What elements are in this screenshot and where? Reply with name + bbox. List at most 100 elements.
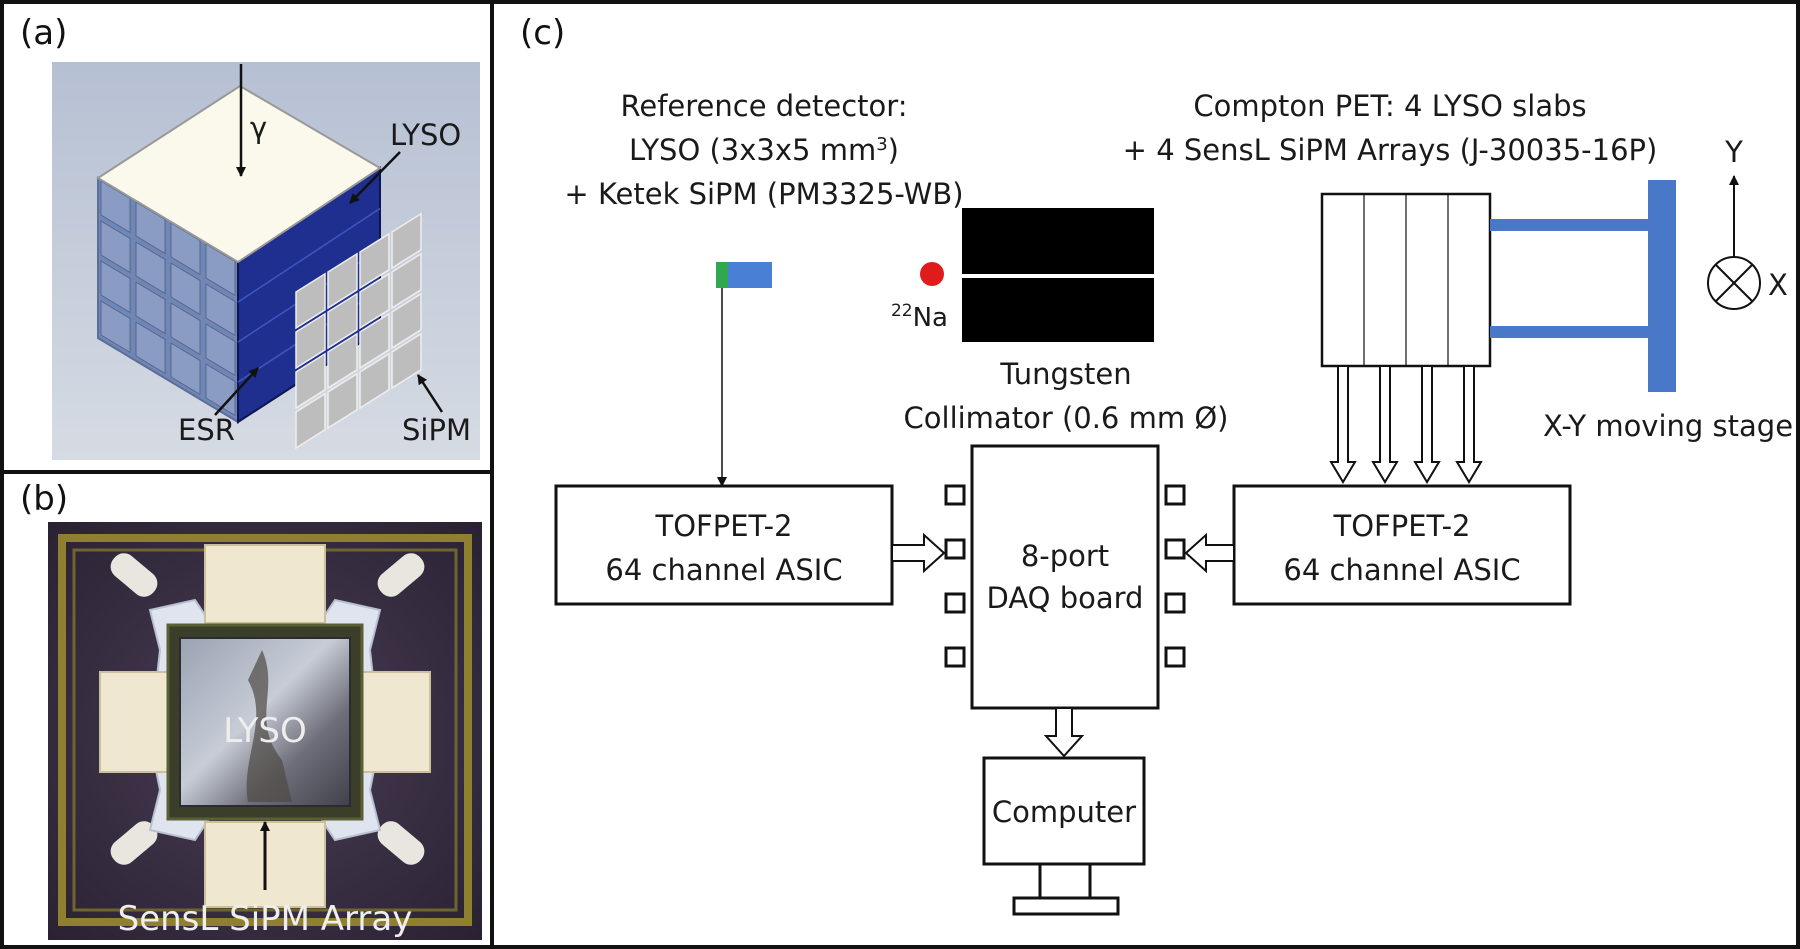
crystal-reflection — [246, 650, 292, 802]
lyso-label-b: LYSO — [223, 711, 307, 751]
collimator-bottom-block — [962, 278, 1154, 342]
compton-subtitle: + 4 SensL SiPM Arrays (J-30035-16P) — [1123, 133, 1658, 167]
lyso-label-a: LYSO — [390, 118, 461, 152]
ref-detector-title: Reference detector: — [621, 89, 908, 123]
x-axis-cross-2 — [1715, 264, 1753, 302]
panel-b-label: (b) — [20, 479, 68, 519]
sipm-tile — [359, 312, 390, 370]
ref-detector-crystal: LYSO (3x3x5 mm3) — [629, 133, 899, 167]
daq-port-right — [1164, 646, 1186, 668]
panel-c-label: (c) — [520, 13, 565, 53]
asic-left-line1: TOFPET-2 — [655, 509, 793, 543]
cube-tile — [100, 220, 131, 274]
slab-arrow — [1329, 365, 1357, 484]
asic-left-line2: 64 channel ASIC — [605, 553, 842, 587]
cube-tile — [170, 222, 201, 276]
cube-tile — [100, 260, 131, 314]
flex-cable-right — [351, 671, 431, 773]
esr-pointer — [214, 367, 259, 416]
cube-tile — [135, 321, 166, 375]
cube-tile — [205, 243, 236, 297]
asic-right-line2: 64 channel ASIC — [1283, 553, 1520, 587]
stage-arm-top — [1490, 219, 1648, 231]
daq-port-left — [944, 592, 966, 614]
mounting-posts — [110, 553, 425, 865]
sipm-tile — [391, 252, 422, 310]
y-axis-label: Y — [1724, 135, 1743, 169]
sipm-tile — [295, 392, 326, 450]
asic-right-box — [1232, 484, 1572, 606]
cube-tile — [100, 180, 131, 234]
x-axis-symbol — [1707, 256, 1761, 310]
sipm-pointer — [416, 374, 444, 413]
panel-a: (a) γ LYSO ESR SiPM — [20, 13, 480, 460]
collimator-label-2: Collimator (0.6 mm Ø) — [904, 401, 1229, 435]
slab-arrow — [1455, 365, 1483, 484]
daq-port-right — [1164, 592, 1186, 614]
stage-rail — [1648, 180, 1676, 392]
daq-board — [970, 444, 1160, 710]
esr-label: ESR — [178, 413, 235, 447]
daq-port-right — [1164, 484, 1186, 506]
arrow-daq-to-computer — [1043, 707, 1085, 758]
ref-lyso — [728, 262, 772, 288]
cube-tile — [170, 302, 201, 356]
ref-detector-sipm: + Ketek SiPM (PM3325-WB) — [564, 177, 963, 211]
sipm-tile — [391, 212, 422, 270]
cube-tile — [100, 300, 131, 354]
cube-tile — [170, 342, 201, 396]
arrow-left-asic-to-daq — [891, 532, 946, 574]
x-axis-label: X — [1768, 268, 1788, 302]
ref-sipm — [716, 262, 728, 288]
cube-tile — [205, 323, 236, 377]
sipm-tile — [295, 272, 326, 330]
sipm-tile — [391, 332, 422, 390]
panel-c: (c) Reference detector: LYSO (3x3x5 mm3)… — [520, 13, 1793, 916]
sipm-tile — [327, 332, 358, 390]
computer-base — [1012, 896, 1120, 916]
cube-tile — [135, 281, 166, 335]
computer-stand — [1038, 862, 1092, 900]
daq-port-left — [944, 538, 966, 560]
pcb-frame — [58, 534, 472, 926]
computer-monitor — [982, 756, 1146, 866]
slab-arrow — [1371, 365, 1399, 484]
computer-label: Computer — [992, 795, 1136, 829]
daq-port-left — [944, 646, 966, 668]
flex-cable-left — [99, 671, 179, 773]
slab-arrows — [1329, 365, 1483, 484]
sipm-tile — [295, 352, 326, 410]
sipm-array — [295, 212, 422, 450]
cube-tile — [170, 262, 201, 316]
slab-arrow — [1413, 365, 1441, 484]
lyso-pointer — [349, 151, 401, 204]
cube-left-face — [97, 176, 239, 424]
sipm-tile — [391, 292, 422, 350]
panel-b: (b) LYSO SensL SiPM Array — [20, 479, 482, 940]
arrow-right-asic-to-daq — [1184, 532, 1235, 574]
sipm-tile — [327, 292, 358, 350]
panel-a-label: (a) — [20, 13, 67, 53]
cube-tile — [135, 201, 166, 255]
flex-cable-top — [204, 544, 326, 624]
collimator-top-block — [962, 208, 1154, 274]
cube-tile — [135, 241, 166, 295]
sipm-label-a: SiPM — [402, 413, 471, 447]
daq-ports — [944, 484, 1186, 668]
sipm-tile — [295, 312, 326, 370]
daq-line1: 8-port — [1021, 539, 1109, 573]
stage-label: X-Y moving stage — [1543, 409, 1793, 443]
sensl-label: SensL SiPM Array — [118, 899, 413, 939]
sipm-tile — [359, 272, 390, 330]
cube-tile — [205, 283, 236, 337]
gamma-label: γ — [250, 111, 267, 145]
sipm-tile — [327, 252, 358, 310]
sipm-tile — [327, 372, 358, 430]
na22-source — [920, 262, 944, 286]
sipm-tile — [359, 232, 390, 290]
daq-port-left — [944, 484, 966, 506]
sipm-tile — [359, 352, 390, 410]
stage-arm-bottom — [1490, 326, 1648, 338]
